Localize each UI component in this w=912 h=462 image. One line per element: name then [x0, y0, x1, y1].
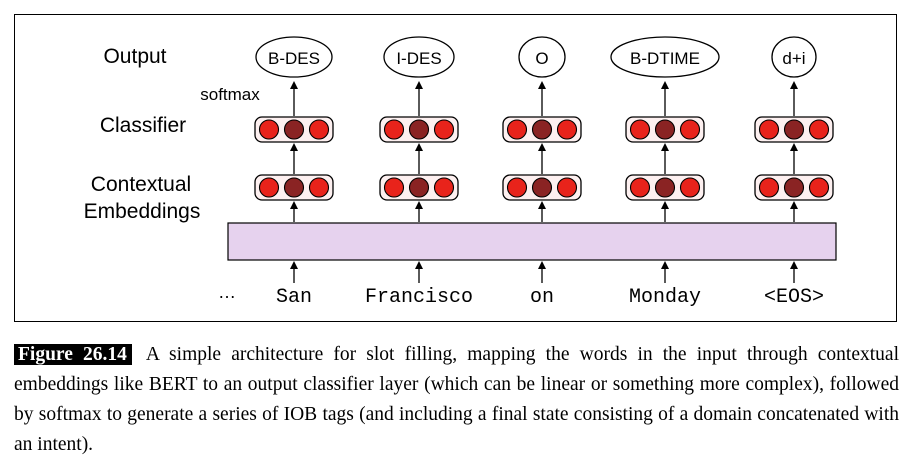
token-column: Francisco I-DES — [365, 36, 473, 309]
input-arrow-head — [661, 261, 669, 269]
output-tag-ellipse — [771, 36, 817, 78]
contextual-row-label-line1: Contextual — [91, 173, 191, 196]
encoder-arrow-head — [415, 201, 423, 209]
slot-filling-diagram: Output softmax Classifier Contextual Emb… — [84, 36, 837, 309]
classifier-unit — [625, 116, 705, 143]
encoder-arrow-head — [538, 201, 546, 209]
classifier-input-arrow-head — [290, 143, 298, 151]
classifier-unit-node — [679, 119, 701, 140]
classifier-unit-node — [758, 119, 780, 140]
contextual-embedding-unit — [625, 174, 705, 201]
caption-text: A simple architecture for slot filling, … — [14, 344, 899, 455]
classifier-unit-node — [654, 119, 676, 140]
contextual-embedding-unit-node — [654, 177, 676, 198]
classifier-unit-node — [531, 119, 553, 140]
output-tag-ellipse — [518, 36, 566, 78]
classifier-unit-node — [506, 119, 528, 140]
input-word: <EOS> — [764, 286, 824, 309]
encoder-arrow-head — [790, 201, 798, 209]
contextual-embedding-unit-node — [308, 177, 330, 198]
softmax-arrow-head — [415, 81, 423, 89]
contextual-embedding-unit-node — [531, 177, 553, 198]
contextual-embedding-unit — [502, 174, 582, 201]
input-arrow-head — [538, 261, 546, 269]
input-arrow-head — [790, 261, 798, 269]
input-word: on — [530, 286, 554, 309]
classifier-input-arrow-head — [538, 143, 546, 151]
classifier-input-arrow-head — [661, 143, 669, 151]
contextual-embedding-unit-node — [556, 177, 578, 198]
input-arrow-head — [415, 261, 423, 269]
classifier-unit-node — [433, 119, 455, 140]
classifier-unit — [502, 116, 582, 143]
softmax-label: softmax — [200, 85, 260, 104]
classifier-unit-node — [629, 119, 651, 140]
encoder-arrow-head — [290, 201, 298, 209]
output-tag-label: B-DTIME — [630, 49, 700, 68]
classifier-input-arrow-head — [415, 143, 423, 151]
classifier-unit-node — [308, 119, 330, 140]
classifier-unit-node — [408, 119, 430, 140]
classifier-unit — [754, 116, 834, 143]
output-tag-ellipse — [383, 36, 455, 78]
figure-label: Figure 26.14 — [14, 344, 132, 365]
figure-frame — [14, 14, 897, 322]
token-column: on O — [502, 36, 582, 309]
contextual-embedding-unit-node — [506, 177, 528, 198]
classifier-input-arrow-head — [790, 143, 798, 151]
output-tag-label: d+i — [782, 49, 805, 68]
classifier-unit — [379, 116, 459, 143]
softmax-arrow-head — [790, 81, 798, 89]
contextual-embedding-unit — [379, 174, 459, 201]
classifier-unit-node — [383, 119, 405, 140]
token-column: <EOS> d+i — [754, 36, 834, 309]
input-arrow-head — [290, 261, 298, 269]
softmax-arrow-head — [290, 81, 298, 89]
classifier-unit-node — [783, 119, 805, 140]
classifier-unit-node — [556, 119, 578, 140]
softmax-arrow-head — [661, 81, 669, 89]
output-tag-ellipse — [255, 36, 333, 78]
input-word: Francisco — [365, 286, 473, 309]
encoder-block — [227, 222, 837, 261]
contextual-embedding-unit-node — [383, 177, 405, 198]
classifier-unit-node — [808, 119, 830, 140]
contextual-embedding-unit-node — [758, 177, 780, 198]
output-tag-ellipse — [610, 36, 720, 78]
contextual-embedding-unit-node — [808, 177, 830, 198]
classifier-row-label: Classifier — [100, 114, 186, 137]
contextual-embedding-unit-node — [408, 177, 430, 198]
contextual-embedding-unit — [254, 174, 334, 201]
output-tag-label: I-DES — [396, 49, 441, 68]
input-word: San — [276, 286, 312, 309]
output-row-label: Output — [103, 45, 166, 68]
contextual-row-label-line2: Embeddings — [84, 200, 201, 223]
contextual-embedding-unit — [754, 174, 834, 201]
output-tag-label: B-DES — [268, 49, 320, 68]
token-column: Monday B-DTIME — [610, 36, 720, 309]
classifier-unit-node — [283, 119, 305, 140]
softmax-arrow-head — [538, 81, 546, 89]
contextual-embedding-unit-node — [679, 177, 701, 198]
contextual-embedding-unit-node — [433, 177, 455, 198]
contextual-embedding-unit-node — [283, 177, 305, 198]
encoder-arrow-head — [661, 201, 669, 209]
input-word: Monday — [629, 286, 701, 309]
classifier-unit — [254, 116, 334, 143]
token-column: San B-DES — [254, 36, 334, 309]
ellipsis-marker: … — [218, 282, 236, 302]
token-columns: San B-DES Francisco I-DES on O Monday B-DTIME <E… — [254, 36, 834, 309]
output-tag-label: O — [535, 49, 548, 68]
classifier-unit-node — [258, 119, 280, 140]
contextual-embedding-unit-node — [629, 177, 651, 198]
contextual-embedding-unit-node — [258, 177, 280, 198]
contextual-embedding-unit-node — [783, 177, 805, 198]
